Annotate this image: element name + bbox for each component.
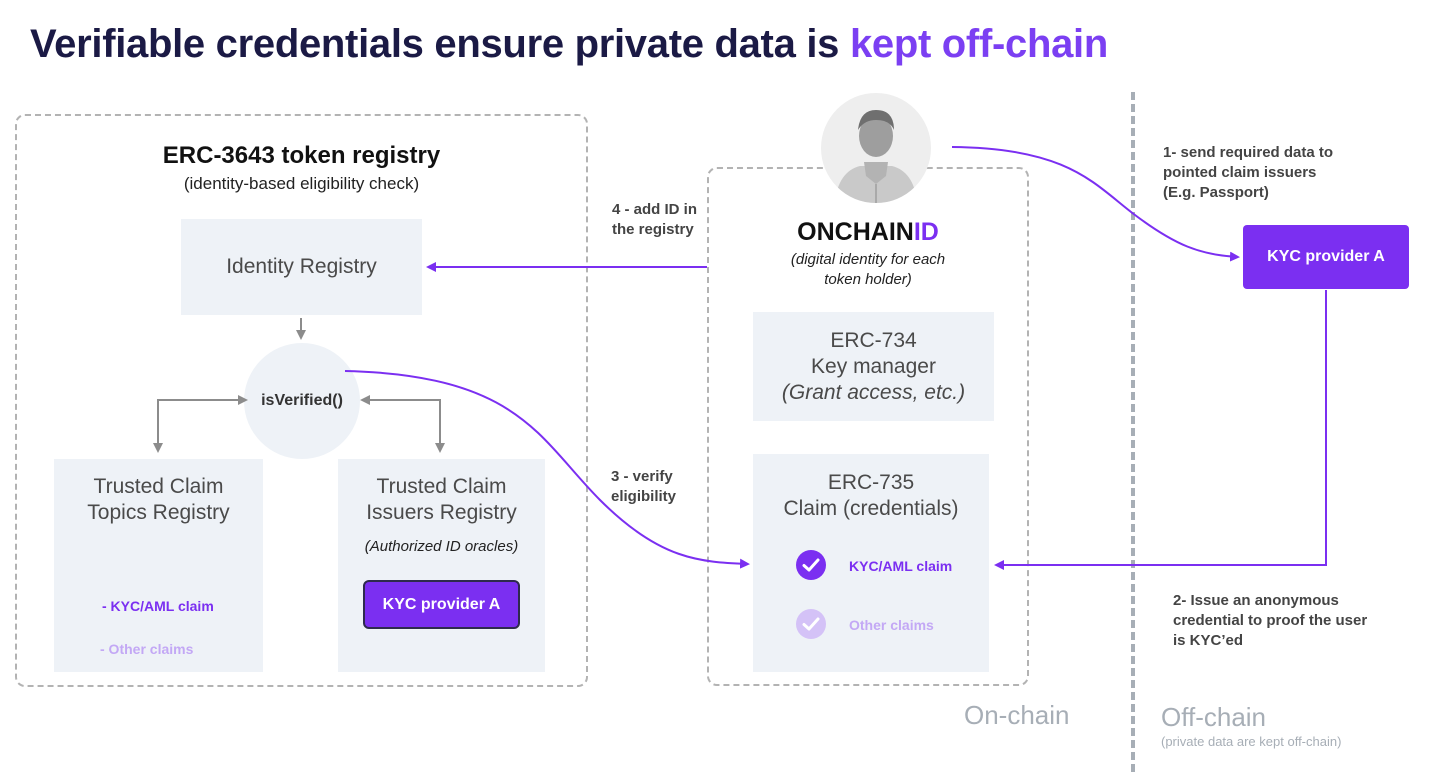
- step2-line2: credential to proof the user: [1173, 612, 1368, 629]
- identity-registry-label: Identity Registry: [226, 255, 377, 278]
- erc734-line2: Key manager: [811, 355, 936, 378]
- issuers-registry-title-line2: Issuers Registry: [366, 501, 517, 524]
- erc735-check-icon-kyc: [795, 549, 827, 581]
- topics-registry-title-line1: Trusted Claim: [93, 475, 224, 498]
- onchainid-title-accent: ID: [913, 218, 939, 246]
- title-prefix: Verifiable credentials ensure private da…: [30, 22, 840, 66]
- erc735-line2: Claim (credentials): [783, 497, 959, 520]
- step2-line1: 2- Issue an anonymous: [1173, 592, 1339, 609]
- verified-to-issuers-arrow: [370, 399, 445, 453]
- verified-to-topics-arrow: [153, 399, 240, 453]
- step3-note: 3 - verify eligibility: [611, 467, 676, 507]
- step1-line2: pointed claim issuers: [1163, 164, 1317, 181]
- issuers-registry-title: Trusted Claim Issuers Registry: [338, 474, 545, 526]
- onchainid-title: ONCHAINID: [707, 218, 1029, 247]
- step4-note: 4 - add ID in the registry: [612, 200, 697, 240]
- erc735-line1: ERC-735: [827, 471, 915, 494]
- onchainid-subtitle-line2: token holder): [824, 271, 912, 288]
- avatar: [820, 92, 932, 204]
- identity-registry-panel[interactable]: Identity Registry: [181, 219, 422, 315]
- step3-arrow: [344, 370, 750, 569]
- erc734-line1: ERC-734: [830, 329, 917, 352]
- onchain-offchain-divider: [1131, 92, 1135, 772]
- erc735-claim-kyc: KYC/AML claim: [849, 558, 953, 574]
- erc734-line3: (Grant access, etc.): [781, 381, 966, 404]
- token-registry-subtitle: (identity-based eligibility check): [183, 174, 420, 193]
- step2-note: 2- Issue an anonymous credential to proo…: [1173, 591, 1367, 651]
- offchain-zone-sublabel: (private data are kept off-chain): [1161, 734, 1342, 749]
- issuers-kyc-provider-label: KYC provider A: [382, 595, 501, 613]
- topics-registry-panel[interactable]: Trusted Claim Topics Registry: [54, 459, 263, 672]
- step1-line1: 1- send required data to: [1163, 144, 1334, 161]
- step3-line2: eligibility: [611, 488, 677, 505]
- issuers-registry-panel[interactable]: Trusted Claim Issuers Registry (Authoriz…: [338, 459, 545, 672]
- is-verified-label: isVerified(): [261, 392, 343, 409]
- issuers-registry-note: (Authorized ID oracles): [364, 538, 519, 555]
- token-registry-title: ERC-3643 token registry: [162, 142, 441, 169]
- erc735-claim-other: Other claims: [849, 617, 934, 633]
- step2-line3: is KYC’ed: [1173, 632, 1244, 649]
- step4-line1: 4 - add ID in: [612, 201, 698, 218]
- step1-arrow: [951, 146, 1240, 262]
- step2-arrow: [994, 290, 1327, 570]
- erc735-panel[interactable]: ERC-735 Claim (credentials): [753, 454, 989, 672]
- step4-line2: the registry: [612, 221, 694, 238]
- issuers-kyc-provider-button[interactable]: KYC provider A: [363, 580, 520, 629]
- topics-claim-other: - Other claims: [100, 641, 194, 657]
- step3-line1: 3 - verify: [611, 468, 673, 485]
- issuers-registry-title-line1: Trusted Claim: [376, 475, 507, 498]
- onchain-zone-label: On-chain: [964, 700, 1070, 730]
- topics-registry-title: Trusted Claim Topics Registry: [54, 474, 263, 526]
- user-avatar-icon: [821, 93, 931, 203]
- offchain-kyc-provider-button[interactable]: KYC provider A: [1243, 225, 1409, 289]
- topics-claim-kyc: - KYC/AML claim: [102, 598, 214, 614]
- page-title: Verifiable credentials ensure private da…: [30, 22, 1108, 67]
- title-highlight: kept off-chain: [849, 22, 1108, 66]
- offchain-kyc-provider-label: KYC provider A: [1267, 248, 1385, 265]
- step1-line3: (E.g. Passport): [1163, 184, 1269, 201]
- token-registry-box: [15, 114, 588, 687]
- onchainid-subtitle: (digital identity for each token holder): [707, 250, 1029, 290]
- onchainid-title-main: ONCHAIN: [797, 218, 914, 246]
- erc734-panel[interactable]: ERC-734 Key manager (Grant access, etc.): [753, 312, 994, 421]
- offchain-zone-label: Off-chain: [1161, 702, 1267, 732]
- step1-note: 1- send required data to pointed claim i…: [1163, 143, 1333, 203]
- is-verified-node[interactable]: isVerified(): [244, 343, 360, 459]
- erc735-check-icon-other: [795, 608, 827, 640]
- topics-registry-title-line2: Topics Registry: [87, 501, 230, 524]
- onchainid-subtitle-line1: (digital identity for each: [790, 251, 946, 268]
